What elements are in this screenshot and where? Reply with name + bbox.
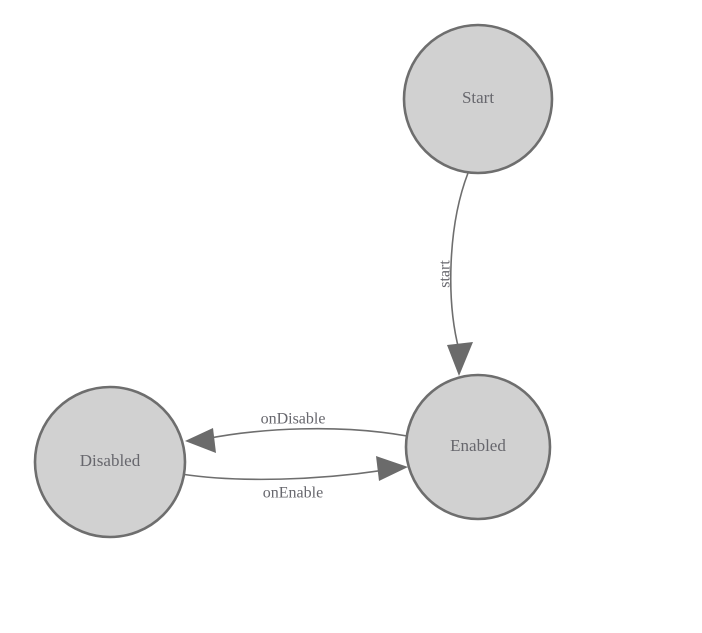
state-node-disabled-circle xyxy=(33,385,187,539)
state-node-enabled-circle xyxy=(404,373,552,521)
state-node-start-circle xyxy=(402,23,554,175)
state-node-disabled-label: Disabled xyxy=(80,451,141,470)
state-node-disabled[interactable]: Disabled xyxy=(33,385,187,539)
transition-start-to-enabled-arrowhead xyxy=(447,342,473,376)
transition-disabled-to-enabled[interactable]: onEnable xyxy=(180,456,408,502)
transition-enabled-to-disabled-path xyxy=(204,427,408,440)
state-node-start-label: Start xyxy=(462,88,494,107)
transition-start-to-enabled-path xyxy=(449,172,469,351)
transition-start-to-enabled[interactable]: start xyxy=(437,172,473,376)
transition-disabled-to-enabled-label: onEnable xyxy=(263,485,323,502)
state-node-enabled-label: Enabled xyxy=(450,436,506,455)
transition-enabled-to-disabled-arrowhead xyxy=(185,428,216,453)
transition-start-to-enabled-label: start xyxy=(437,260,454,288)
transition-disabled-to-enabled-path xyxy=(180,469,386,481)
state-node-enabled[interactable]: Enabled xyxy=(404,373,552,521)
transition-enabled-to-disabled[interactable]: onDisable xyxy=(185,411,408,453)
transition-disabled-to-enabled-arrowhead xyxy=(376,456,408,481)
state-node-start[interactable]: Start xyxy=(402,23,554,175)
transition-enabled-to-disabled-label: onDisable xyxy=(261,411,326,428)
